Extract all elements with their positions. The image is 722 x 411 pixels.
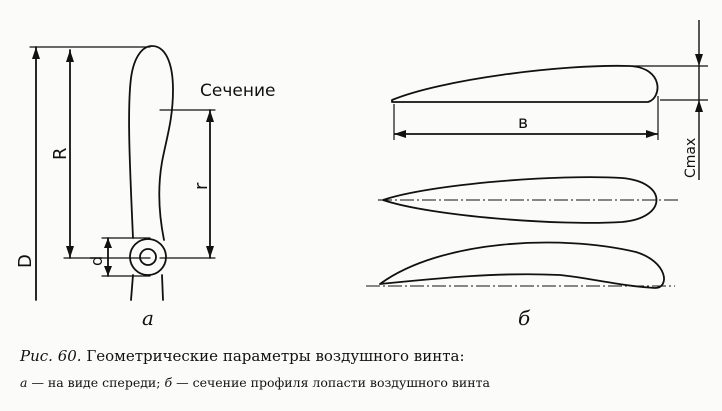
label-b: в — [518, 113, 528, 133]
label-d: d — [87, 256, 106, 266]
figure-number: Рис. 60. — [20, 347, 82, 365]
label-view-b: б — [518, 306, 531, 330]
legend-b-text: — сечение профиля лопасти воздушного вин… — [176, 375, 490, 390]
legend-a-letter: а — [20, 375, 28, 390]
label-cmax: Cmax — [683, 138, 699, 178]
blade-outline — [128, 45, 174, 241]
figure-title: Геометрические параметры воздушного винт… — [86, 347, 465, 365]
figure-caption-legend: а — на виде спереди; б — сечение профиля… — [20, 375, 710, 390]
legend-a-text: — на виде спереди; — [31, 375, 161, 390]
hub-outer — [129, 238, 167, 276]
label-R: R — [50, 147, 71, 160]
legend-b-letter: б — [164, 375, 173, 390]
label-view-a: а — [142, 306, 154, 330]
label-D: D — [15, 254, 36, 268]
label-section: Сечение — [200, 81, 275, 101]
airfoil-flat — [391, 64, 659, 103]
airfoil-symmetric — [382, 176, 658, 224]
airfoil-cambered — [379, 241, 665, 289]
figure-caption-title: Рис. 60. Геометрические параметры воздуш… — [20, 347, 710, 365]
hub-inner — [139, 248, 157, 266]
label-r: r — [191, 182, 212, 190]
blade-lower-outline — [130, 274, 164, 301]
